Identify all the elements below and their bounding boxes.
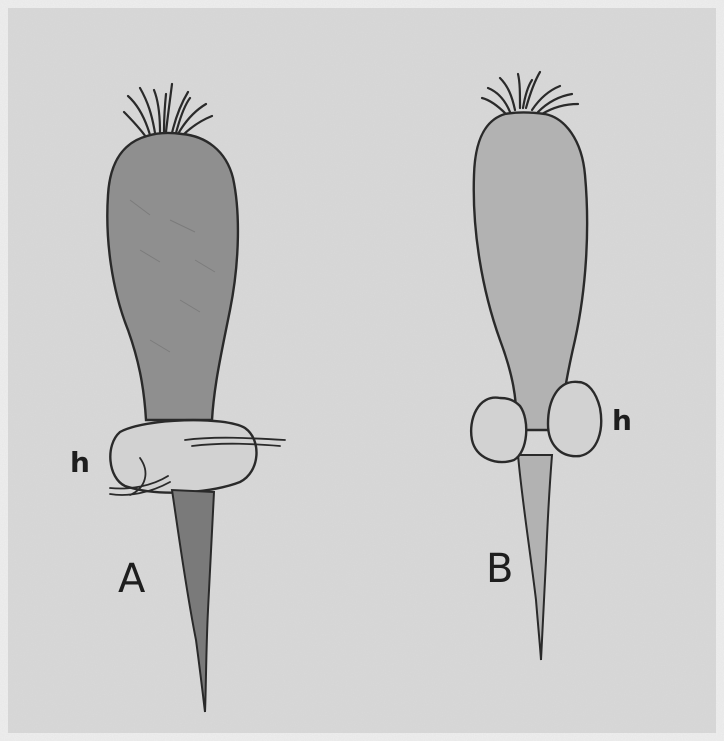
root-b-swelling-right	[548, 382, 601, 456]
label-b: B	[486, 546, 513, 592]
label-h-left: h	[70, 446, 90, 479]
root-a-swelling	[110, 420, 256, 493]
label-a: A	[118, 556, 146, 602]
label-h-right: h	[612, 404, 632, 437]
root-b-swelling-left	[471, 398, 526, 462]
